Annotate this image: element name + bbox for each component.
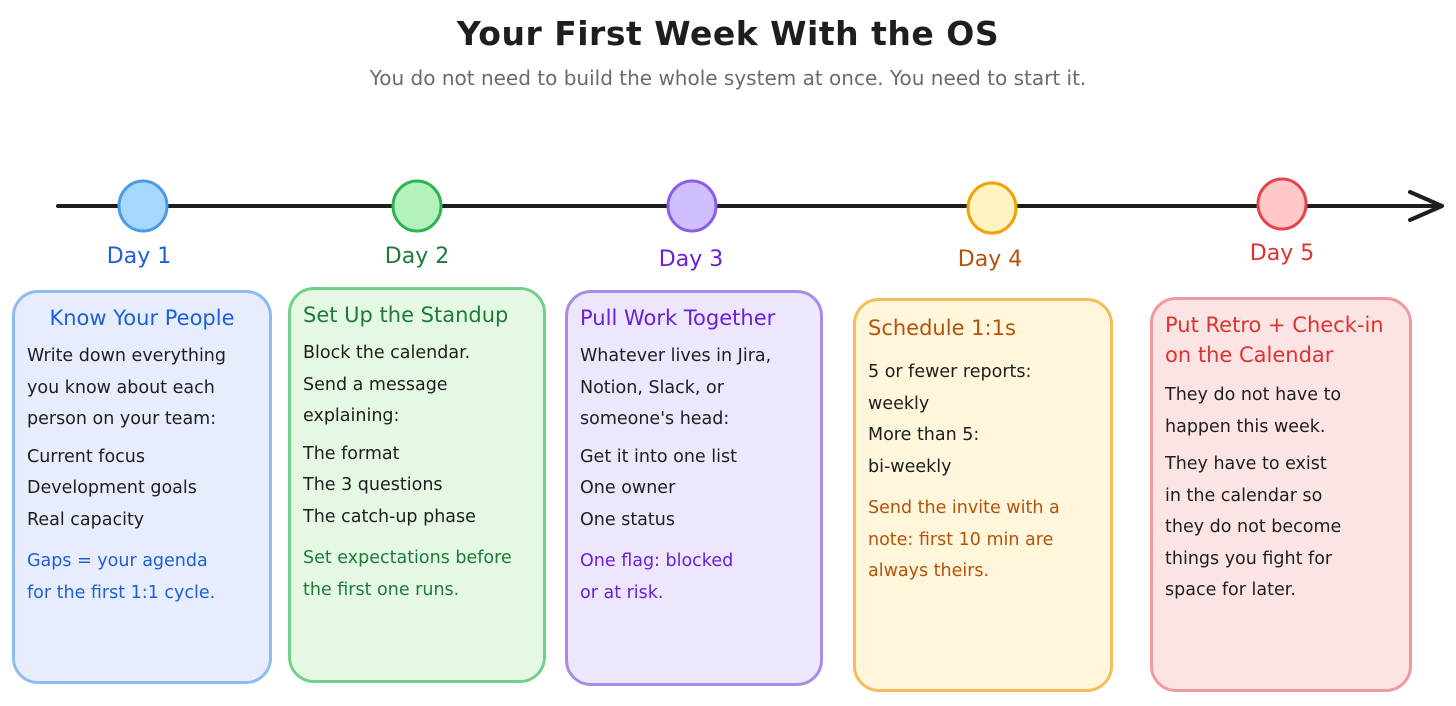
card-note: or at risk. [580, 582, 664, 603]
card-text: they do not become [1165, 517, 1342, 537]
card-title: Know Your People [49, 306, 235, 330]
card-text: weekly [868, 393, 930, 414]
day-1-label: Day 1 [106, 244, 172, 269]
card-title: Schedule 1:1s [868, 316, 1016, 340]
card-text: person on your team: [27, 409, 217, 429]
day-3-label: Day 3 [658, 247, 724, 272]
card-list-item: The catch-up phase [303, 506, 476, 527]
card-title-line: on the Calendar [1165, 343, 1334, 367]
day-2-marker [391, 179, 443, 233]
card-note: always theirs. [868, 561, 990, 581]
card-title: Put Retro + Check-in on the Calendar [1165, 310, 1397, 370]
timeline-line [56, 177, 1444, 235]
card-note: Set expectations before [303, 548, 512, 568]
card-text: More than 5: [868, 425, 980, 445]
card-day-1: Know Your People Write down everything y… [12, 290, 272, 684]
card-title: Set Up the Standup [303, 303, 509, 327]
arrow-right-icon [1408, 190, 1444, 222]
card-note: Gaps = your agenda [27, 551, 208, 571]
card-text: 5 or fewer reports: [868, 362, 1032, 382]
card-note: Send the invite with a [868, 498, 1060, 518]
card-text: Send a message [303, 374, 448, 395]
day-4-label: Day 4 [957, 247, 1023, 272]
card-text: They have to exist [1165, 454, 1327, 474]
card-list-item: One owner [580, 478, 676, 498]
card-text: in the calendar so [1165, 485, 1323, 506]
day-4-marker [966, 181, 1018, 235]
card-list-item: Get it into one list [580, 446, 737, 467]
card-day-4: Schedule 1:1s 5 or fewer reports: weekly… [853, 298, 1113, 692]
diagram-subtitle: You do not need to build the whole syste… [369, 66, 1087, 90]
card-list-item: Development goals [27, 478, 197, 498]
card-text: Write down everything [27, 346, 227, 366]
card-list-item: The format [303, 443, 400, 464]
card-text: explaining: [303, 406, 400, 426]
card-text: happen this week. [1165, 416, 1326, 437]
card-text: Notion, Slack, or [580, 377, 724, 398]
card-list-item: One status [580, 509, 675, 530]
card-note: One flag: blocked [580, 551, 734, 571]
card-text: space for later. [1165, 580, 1296, 600]
day-1-marker [117, 179, 169, 233]
day-5-label: Day 5 [1249, 241, 1315, 266]
card-title-line: Put Retro + Check-in [1165, 313, 1384, 337]
card-text: Whatever lives in Jira, [580, 346, 772, 366]
card-list-item: Current focus [27, 446, 145, 467]
card-note: for the first 1:1 cycle. [27, 582, 216, 603]
diagram-title: Your First Week With the OS [456, 14, 1000, 53]
card-note: note: first 10 min are [868, 529, 1054, 550]
day-2-label: Day 2 [384, 244, 450, 269]
day-3-marker [666, 179, 718, 233]
card-text: bi-weekly [868, 456, 952, 477]
card-list-item: The 3 questions [303, 475, 443, 495]
card-text: you know about each [27, 377, 215, 398]
card-text: someone's head: [580, 409, 730, 429]
card-note: the first one runs. [303, 579, 460, 600]
card-day-3: Pull Work Together Whatever lives in Jir… [565, 290, 823, 686]
card-list-item: Real capacity [27, 509, 145, 530]
card-text: Block the calendar. [303, 343, 471, 363]
card-title: Pull Work Together [580, 306, 776, 330]
card-text: things you fight for [1165, 548, 1333, 569]
card-day-5: Put Retro + Check-in on the Calendar The… [1150, 297, 1412, 692]
card-day-2: Set Up the Standup Block the calendar. S… [288, 287, 546, 683]
day-5-marker [1256, 177, 1308, 231]
card-text: They do not have to [1165, 385, 1342, 405]
